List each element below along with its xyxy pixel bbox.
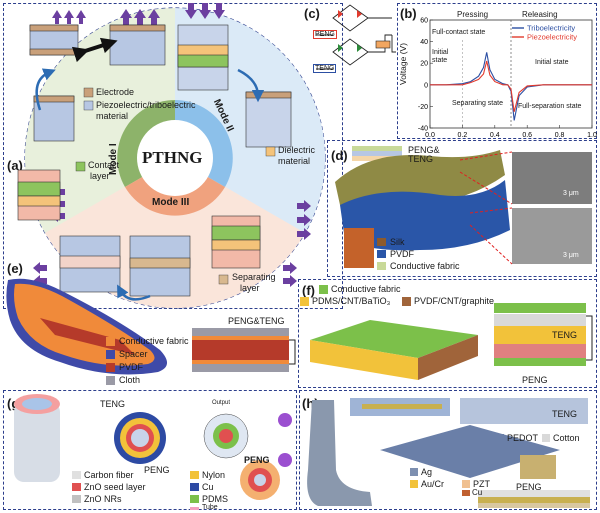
panel-g-peng-2: PENG xyxy=(244,455,270,465)
panel-b-label: (b) xyxy=(400,6,417,21)
annot-initial-1b: state xyxy=(432,57,448,64)
legend-zno-seed: ZnO seed layer xyxy=(84,482,146,492)
panel-f-label: (f) xyxy=(302,283,315,298)
legend-dielectric-2: material xyxy=(278,156,311,166)
legend-pvdf-cnt-graphite: PVDF/CNT/graphite xyxy=(414,296,495,306)
panel-g-peng: PENG xyxy=(144,465,170,475)
panel-h-teng: TENG xyxy=(552,409,578,419)
annot-separating: Separating state xyxy=(452,100,503,107)
circuit-peng-label: PENG xyxy=(313,30,337,39)
x-tick-label: 0.2 xyxy=(458,132,468,139)
sem-scale-1: 3 μm xyxy=(563,190,579,197)
panel-d-title: PENG& xyxy=(408,145,440,155)
circuit-teng-label: TENG xyxy=(313,64,337,73)
annot-full-contact: Full-contact state xyxy=(432,29,486,36)
panel-f-peng: PENG xyxy=(522,375,548,385)
legend-electrode: Electrode xyxy=(96,87,135,97)
legend-conductive-fabric-e: Conductive fabric xyxy=(119,336,189,346)
legend-pvdf: PVDF xyxy=(390,249,415,259)
legend-pedot: PEDOT xyxy=(507,433,539,443)
y-tick-label: 20 xyxy=(420,61,428,68)
legend-cu-g: Cu xyxy=(202,482,214,492)
legend-separating: Separating xyxy=(232,272,276,282)
sem-scale-2: 3 μm xyxy=(563,252,579,259)
panel-b-frame xyxy=(397,3,597,139)
legend-contact: Contact xyxy=(88,160,120,170)
x-tick-label: 1.0 xyxy=(587,132,597,139)
panel-g-output: Output xyxy=(212,400,231,406)
x-tick-label: 0.8 xyxy=(555,132,565,139)
panel-a-frame xyxy=(3,3,343,309)
annot-releasing: Releasing xyxy=(522,10,558,19)
legend-carbon-fiber: Carbon fiber xyxy=(84,470,134,480)
legend-pdms-cnt-batio3: PDMS/CNT/BaTiO₃ xyxy=(312,296,391,306)
legend-conductive-fabric-d: Conductive fabric xyxy=(390,261,460,271)
panel-h-peng: PENG xyxy=(516,482,542,492)
y-tick-label: -20 xyxy=(418,104,428,111)
legend-ag: Ag xyxy=(421,467,433,477)
annot-initial-1: Initial xyxy=(432,49,449,56)
panel-g-frame xyxy=(3,390,297,510)
legend-separating-2: layer xyxy=(240,283,260,293)
legend-contact-2: layer xyxy=(90,171,110,181)
y-tick-label: 60 xyxy=(420,18,428,25)
y-tick-label: 40 xyxy=(420,39,428,46)
panel-h-frame xyxy=(299,390,597,510)
panel-e-label: (e) xyxy=(7,261,23,276)
legend-cu-h: Cu xyxy=(472,488,483,497)
legend-conductive-fabric-f: Conductive fabric xyxy=(331,284,401,294)
panel-e-title: PENG&TENG xyxy=(228,316,285,326)
legend-tube: Tube xyxy=(202,504,218,511)
annot-initial-2: Initial state xyxy=(535,59,569,66)
x-tick-label: 0.4 xyxy=(490,132,500,139)
panel-d-frame xyxy=(327,140,597,277)
y-tick-label: 0 xyxy=(424,82,428,89)
annot-full-separation: Full-separation state xyxy=(518,103,582,110)
mode-3-label: Mode III xyxy=(152,197,190,208)
legend-active-material-2: material xyxy=(96,111,129,121)
legend-active-material: Piezoelectric/triboelectric xyxy=(96,100,196,110)
legend-spacer: Spacer xyxy=(119,349,148,359)
legend-cotton: Cotton xyxy=(553,433,580,443)
legend-silk: Silk xyxy=(390,237,405,247)
legend-cloth: Cloth xyxy=(119,375,141,385)
legend-dielectric: Dielectric xyxy=(278,145,316,155)
panel-a-label: (a) xyxy=(7,158,23,173)
legend-label-0: Triboelectricity xyxy=(527,24,575,33)
legend-nylon: Nylon xyxy=(202,470,226,480)
legend-zno-nrs: ZnO NRs xyxy=(84,494,122,504)
x-tick-label: 0.6 xyxy=(522,132,532,139)
panel-d-title-2: TENG xyxy=(408,154,434,164)
panel-f-teng: TENG xyxy=(552,330,578,340)
legend-label-1: Piezoelectricity xyxy=(527,33,577,42)
series-line-1 xyxy=(430,60,592,112)
legend-au-cr: Au/Cr xyxy=(421,479,445,489)
panel-f-frame xyxy=(298,279,597,388)
x-tick-label: 0.0 xyxy=(425,132,435,139)
annot-pressing: Pressing xyxy=(457,10,489,19)
legend-pdms: PDMS xyxy=(202,494,229,504)
mode-center-label: PTHNG xyxy=(142,148,203,167)
y-tick-label: -40 xyxy=(418,126,428,133)
panel-d-label: (d) xyxy=(331,148,348,163)
panel-g-teng: TENG xyxy=(100,399,126,409)
panel-c-label: (c) xyxy=(304,6,320,21)
legend-pzt: PZT xyxy=(473,479,490,489)
legend-pvdf-e: PVDF xyxy=(119,362,144,372)
